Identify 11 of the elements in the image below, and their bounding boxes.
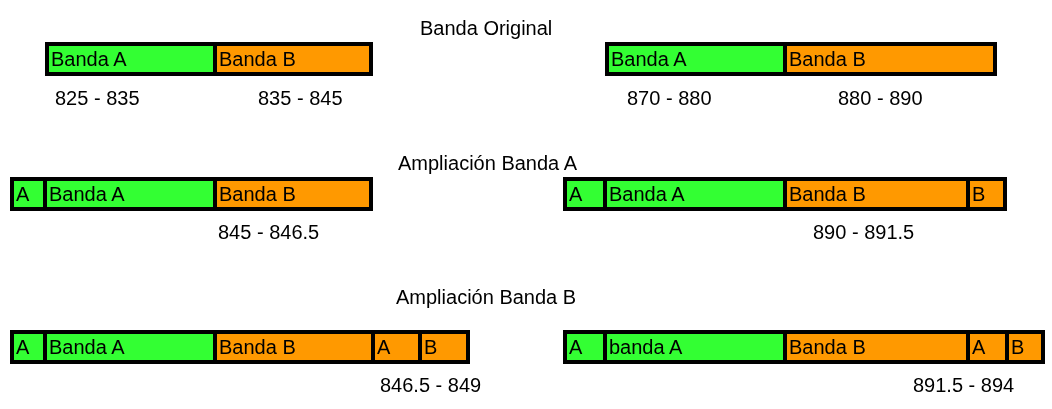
heading: Banda Original: [420, 16, 553, 40]
frequency-range: 835 - 845: [258, 86, 343, 110]
frequency-range: 870 - 880: [627, 86, 712, 110]
frequency-range: 890 - 891.5: [813, 220, 915, 244]
frequency-range: 891.5 - 894: [913, 373, 1015, 397]
frequency-range: 846.5 - 849: [380, 373, 482, 397]
heading: Ampliación Banda B: [396, 285, 577, 309]
frequency-range: 880 - 890: [838, 86, 923, 110]
frequency-range: 845 - 846.5: [218, 220, 320, 244]
frequency-range: 825 - 835: [55, 86, 140, 110]
heading: Ampliación Banda A: [398, 151, 577, 175]
